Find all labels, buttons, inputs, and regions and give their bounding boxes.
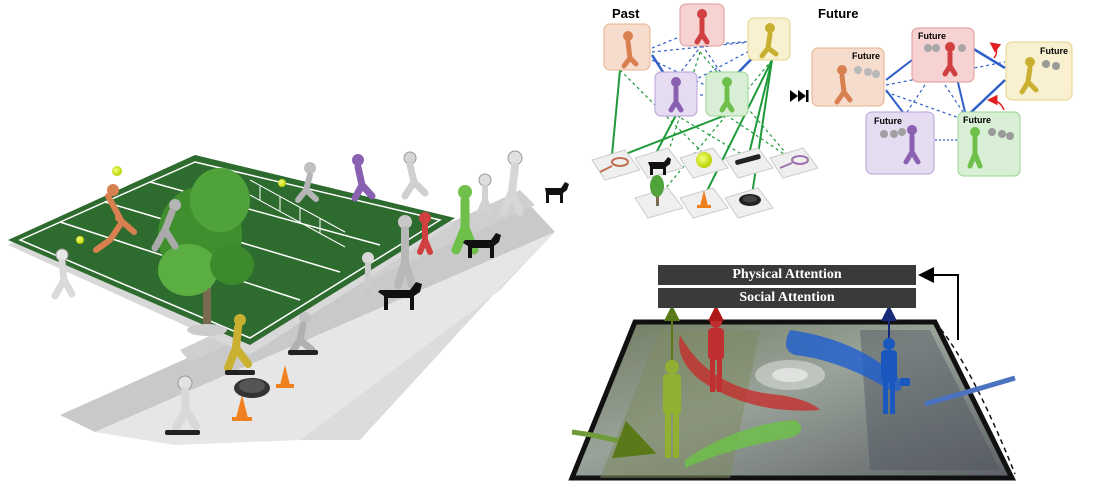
svg-text:Future: Future (852, 51, 880, 61)
object-tiles (591, 147, 819, 219)
person-blue-icon (881, 338, 910, 414)
traffic-cone-icon-tile (679, 187, 729, 219)
future-node-red: Future (911, 27, 975, 83)
dog-icon-tile (634, 147, 684, 179)
left-scene (8, 150, 569, 445)
physical-attention-bar: Physical Attention (658, 265, 916, 285)
social-attention-bar: Social Attention (658, 288, 916, 308)
briefcase-icon (900, 378, 910, 386)
future-label: Future (818, 6, 858, 21)
agent-orange-player (93, 166, 137, 253)
tennis-net (249, 179, 346, 248)
traffic-cone-icon (232, 365, 294, 421)
attention-arrows (664, 267, 959, 360)
agent-purple-player (351, 154, 376, 202)
past-node-yellow (747, 17, 791, 61)
tree (158, 168, 254, 336)
svg-text:Future: Future (1040, 46, 1068, 56)
past-node-purple (654, 71, 698, 117)
tennis-ball-icon (112, 166, 122, 176)
future-graph: Future Future Future (811, 6, 1073, 177)
person-green-icon (663, 360, 681, 458)
attention-panel (568, 267, 1017, 481)
svg-text:Future: Future (874, 116, 902, 126)
past-node-red (679, 3, 725, 47)
future-node-orange: Future (811, 47, 885, 107)
svg-text:Future: Future (963, 115, 991, 125)
skateboard-icon (724, 147, 774, 179)
agent-yellow-skateboarder (224, 314, 255, 375)
temporal-arrows (987, 42, 1005, 111)
dog-icon (378, 182, 569, 310)
past-node-orange (603, 23, 651, 71)
tennis-racket-icon-2 (769, 147, 819, 179)
agent-red-pedestrian (417, 212, 433, 255)
tree-icon (634, 175, 684, 219)
past-node-green (705, 71, 749, 117)
agent-gray-player (151, 199, 181, 252)
fast-forward-icon (790, 90, 809, 102)
svg-text:Future: Future (918, 31, 946, 41)
past-graph: Past (591, 3, 819, 219)
agent-gray-player-2 (278, 151, 429, 203)
past-label: Past (612, 6, 640, 21)
manhole-icon-tile (724, 187, 774, 219)
tennis-racket-icon (591, 149, 641, 181)
agent-gray-pedestrians (359, 150, 524, 295)
future-node-purple: Future (865, 111, 935, 175)
agent-white-player (51, 236, 84, 300)
tennis-ball-icon-tile (679, 147, 729, 179)
future-node-yellow: Future (1005, 41, 1073, 101)
manhole-icon (234, 378, 270, 398)
future-node-green: Future (957, 111, 1021, 177)
attention-blobs (571, 330, 1016, 468)
agent-gray-skateboarder (165, 312, 318, 435)
